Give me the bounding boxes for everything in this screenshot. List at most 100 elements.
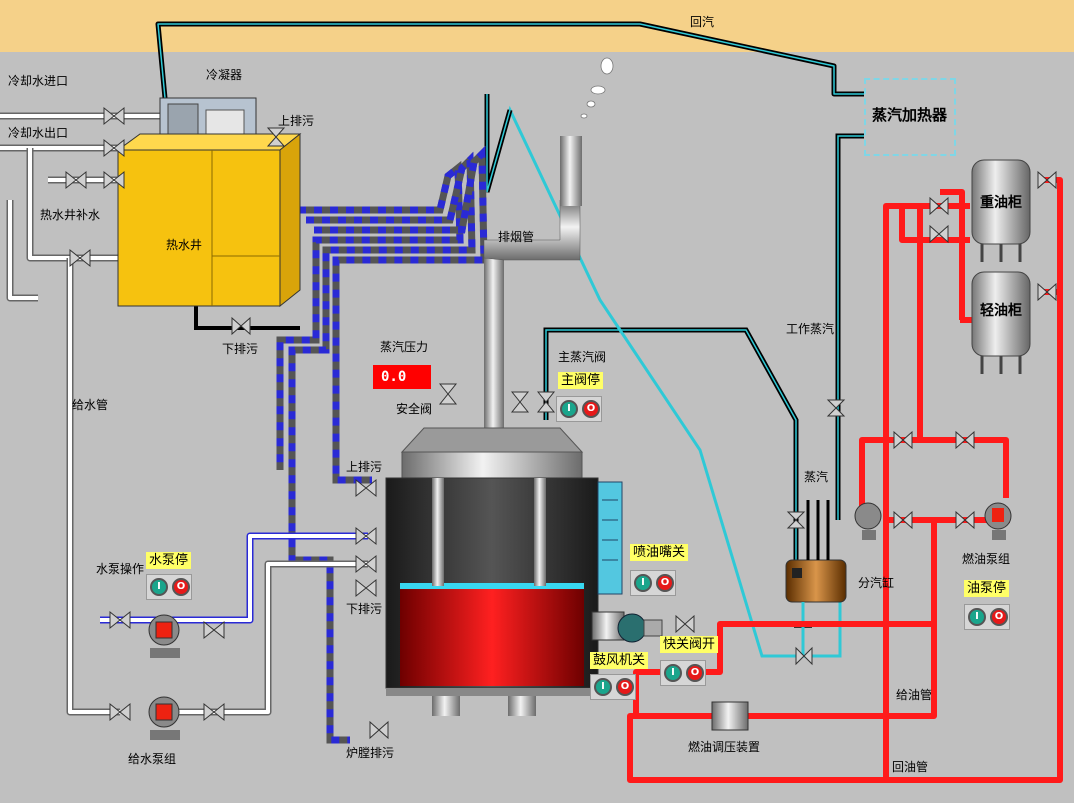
fuel-regulator: [711, 701, 749, 731]
valve: [103, 170, 125, 190]
valve: [369, 720, 389, 740]
blower-stop-button[interactable]: O: [616, 678, 634, 696]
main-steam-valve-label: 主蒸汽阀: [558, 350, 607, 364]
oil-pump-stop-button[interactable]: O: [990, 608, 1008, 626]
boiler-blowdown-lower-label: 下排污: [346, 602, 383, 616]
fuel-regulator-label: 燃油调压装置: [688, 740, 761, 754]
hotwell-drain-line: [194, 300, 300, 330]
valve: [103, 138, 125, 158]
oil-pump-start-button[interactable]: I: [968, 608, 986, 626]
blower: [591, 611, 663, 643]
water-pump-status: 水泵停: [146, 552, 192, 569]
cyan-trace-line: [484, 94, 842, 658]
valve: [955, 430, 975, 450]
fuel-pump-2: [984, 502, 1012, 540]
oil-nozzle: [597, 481, 623, 595]
hotwell-blowdown-lower-label: 下排污: [222, 342, 259, 356]
feedwater-pipe-label: 给水管: [72, 398, 109, 412]
return-steam-pipe: [155, 21, 864, 99]
working-steam-line: [835, 133, 864, 520]
valve: [355, 526, 377, 546]
steam-pressure-display: 0.0: [373, 365, 431, 389]
fuel-pump-1: [854, 502, 882, 540]
valve: [786, 511, 806, 529]
quick-valve-start-button[interactable]: I: [664, 664, 682, 682]
valve: [438, 383, 458, 405]
water-pump-stop-button[interactable]: O: [172, 578, 190, 596]
water-pump-1: [148, 614, 180, 658]
valve: [203, 620, 225, 640]
blower-status: 鼓风机关: [590, 652, 649, 669]
valve: [203, 702, 225, 722]
smoke-puffs: [580, 57, 614, 119]
main-valve-status: 主阀停: [558, 372, 604, 389]
hot-well-makeup-label: 热水井补水: [40, 208, 101, 222]
fuel-pump-set-label: 燃油泵组: [962, 552, 1011, 566]
quick-valve-stop-button[interactable]: O: [686, 664, 704, 682]
steam-heater-label: 蒸汽加热器: [872, 106, 948, 124]
safety-valve-label: 安全阀: [396, 402, 433, 416]
valve: [536, 391, 556, 413]
heavy-oil-tank: [971, 159, 1031, 262]
distribution-cylinder-label: 分汽缸: [858, 576, 895, 590]
cooling-water-out-label: 冷却水出口: [8, 126, 69, 140]
boiler-blowdown-upper-label: 上排污: [346, 460, 383, 474]
valve: [355, 478, 377, 498]
valve: [893, 510, 913, 530]
steam-pressure-label: 蒸汽压力: [380, 340, 429, 354]
distribution-cylinder: [785, 500, 847, 656]
water-pump-start-button[interactable]: I: [150, 578, 168, 596]
steam-label: 蒸汽: [804, 470, 829, 484]
nozzle-stop-button[interactable]: O: [656, 574, 674, 592]
valve: [826, 399, 846, 417]
main-valve-start-button[interactable]: I: [560, 400, 578, 418]
valve: [1037, 170, 1057, 190]
valve: [69, 248, 91, 268]
exhaust-pipe-label: 排烟管: [498, 230, 535, 244]
water-pump-2: [148, 696, 180, 740]
valve: [103, 106, 125, 126]
feed-pump-set-label: 给水泵组: [128, 752, 177, 766]
blower-start-button[interactable]: I: [594, 678, 612, 696]
hot-well-label: 热水井: [166, 238, 203, 252]
main-steam-line: [543, 327, 799, 560]
condenser-label: 冷凝器: [206, 68, 243, 82]
exhaust-stack: [483, 136, 582, 428]
quick-valve-status: 快关阀开: [660, 636, 719, 653]
hotwell-blowdown-upper-label: 上排污: [278, 114, 315, 128]
water-pump-operation-label: 水泵操作: [96, 562, 145, 576]
valve: [929, 196, 949, 216]
valve: [510, 391, 530, 413]
valve: [893, 430, 913, 450]
flue-dashed-pipes: [276, 145, 488, 744]
valve: [65, 170, 87, 190]
nozzle-status: 喷油嘴关: [630, 544, 689, 561]
oil-feed-pipe-label: 给油管: [896, 688, 933, 702]
return-steam-label: 回汽: [690, 15, 715, 29]
valve: [355, 554, 377, 574]
valve: [929, 224, 949, 244]
furnace-blowdown-label: 炉膛排污: [346, 746, 395, 760]
valves[interactable]: [65, 106, 1057, 740]
fuel-lines: [627, 177, 1063, 783]
valve: [109, 610, 131, 630]
oil-return-pipe-label: 回油管: [892, 760, 929, 774]
oil-pump-status: 油泵停: [964, 580, 1010, 597]
valve: [231, 316, 251, 336]
valve: [266, 127, 286, 147]
light-oil-tank-label: 轻油柜: [980, 303, 1022, 319]
cooling-water-in-label: 冷却水进口: [8, 74, 69, 88]
hot-well-tank: [116, 132, 302, 308]
steam-heater: [864, 78, 956, 156]
valve: [109, 702, 131, 722]
valve: [1037, 282, 1057, 302]
boiler: [385, 427, 599, 716]
light-oil-tank: [971, 271, 1031, 374]
valve: [955, 510, 975, 530]
main-valve-stop-button[interactable]: O: [582, 400, 600, 418]
valve: [355, 578, 377, 598]
valve: [795, 646, 813, 666]
nozzle-start-button[interactable]: I: [634, 574, 652, 592]
